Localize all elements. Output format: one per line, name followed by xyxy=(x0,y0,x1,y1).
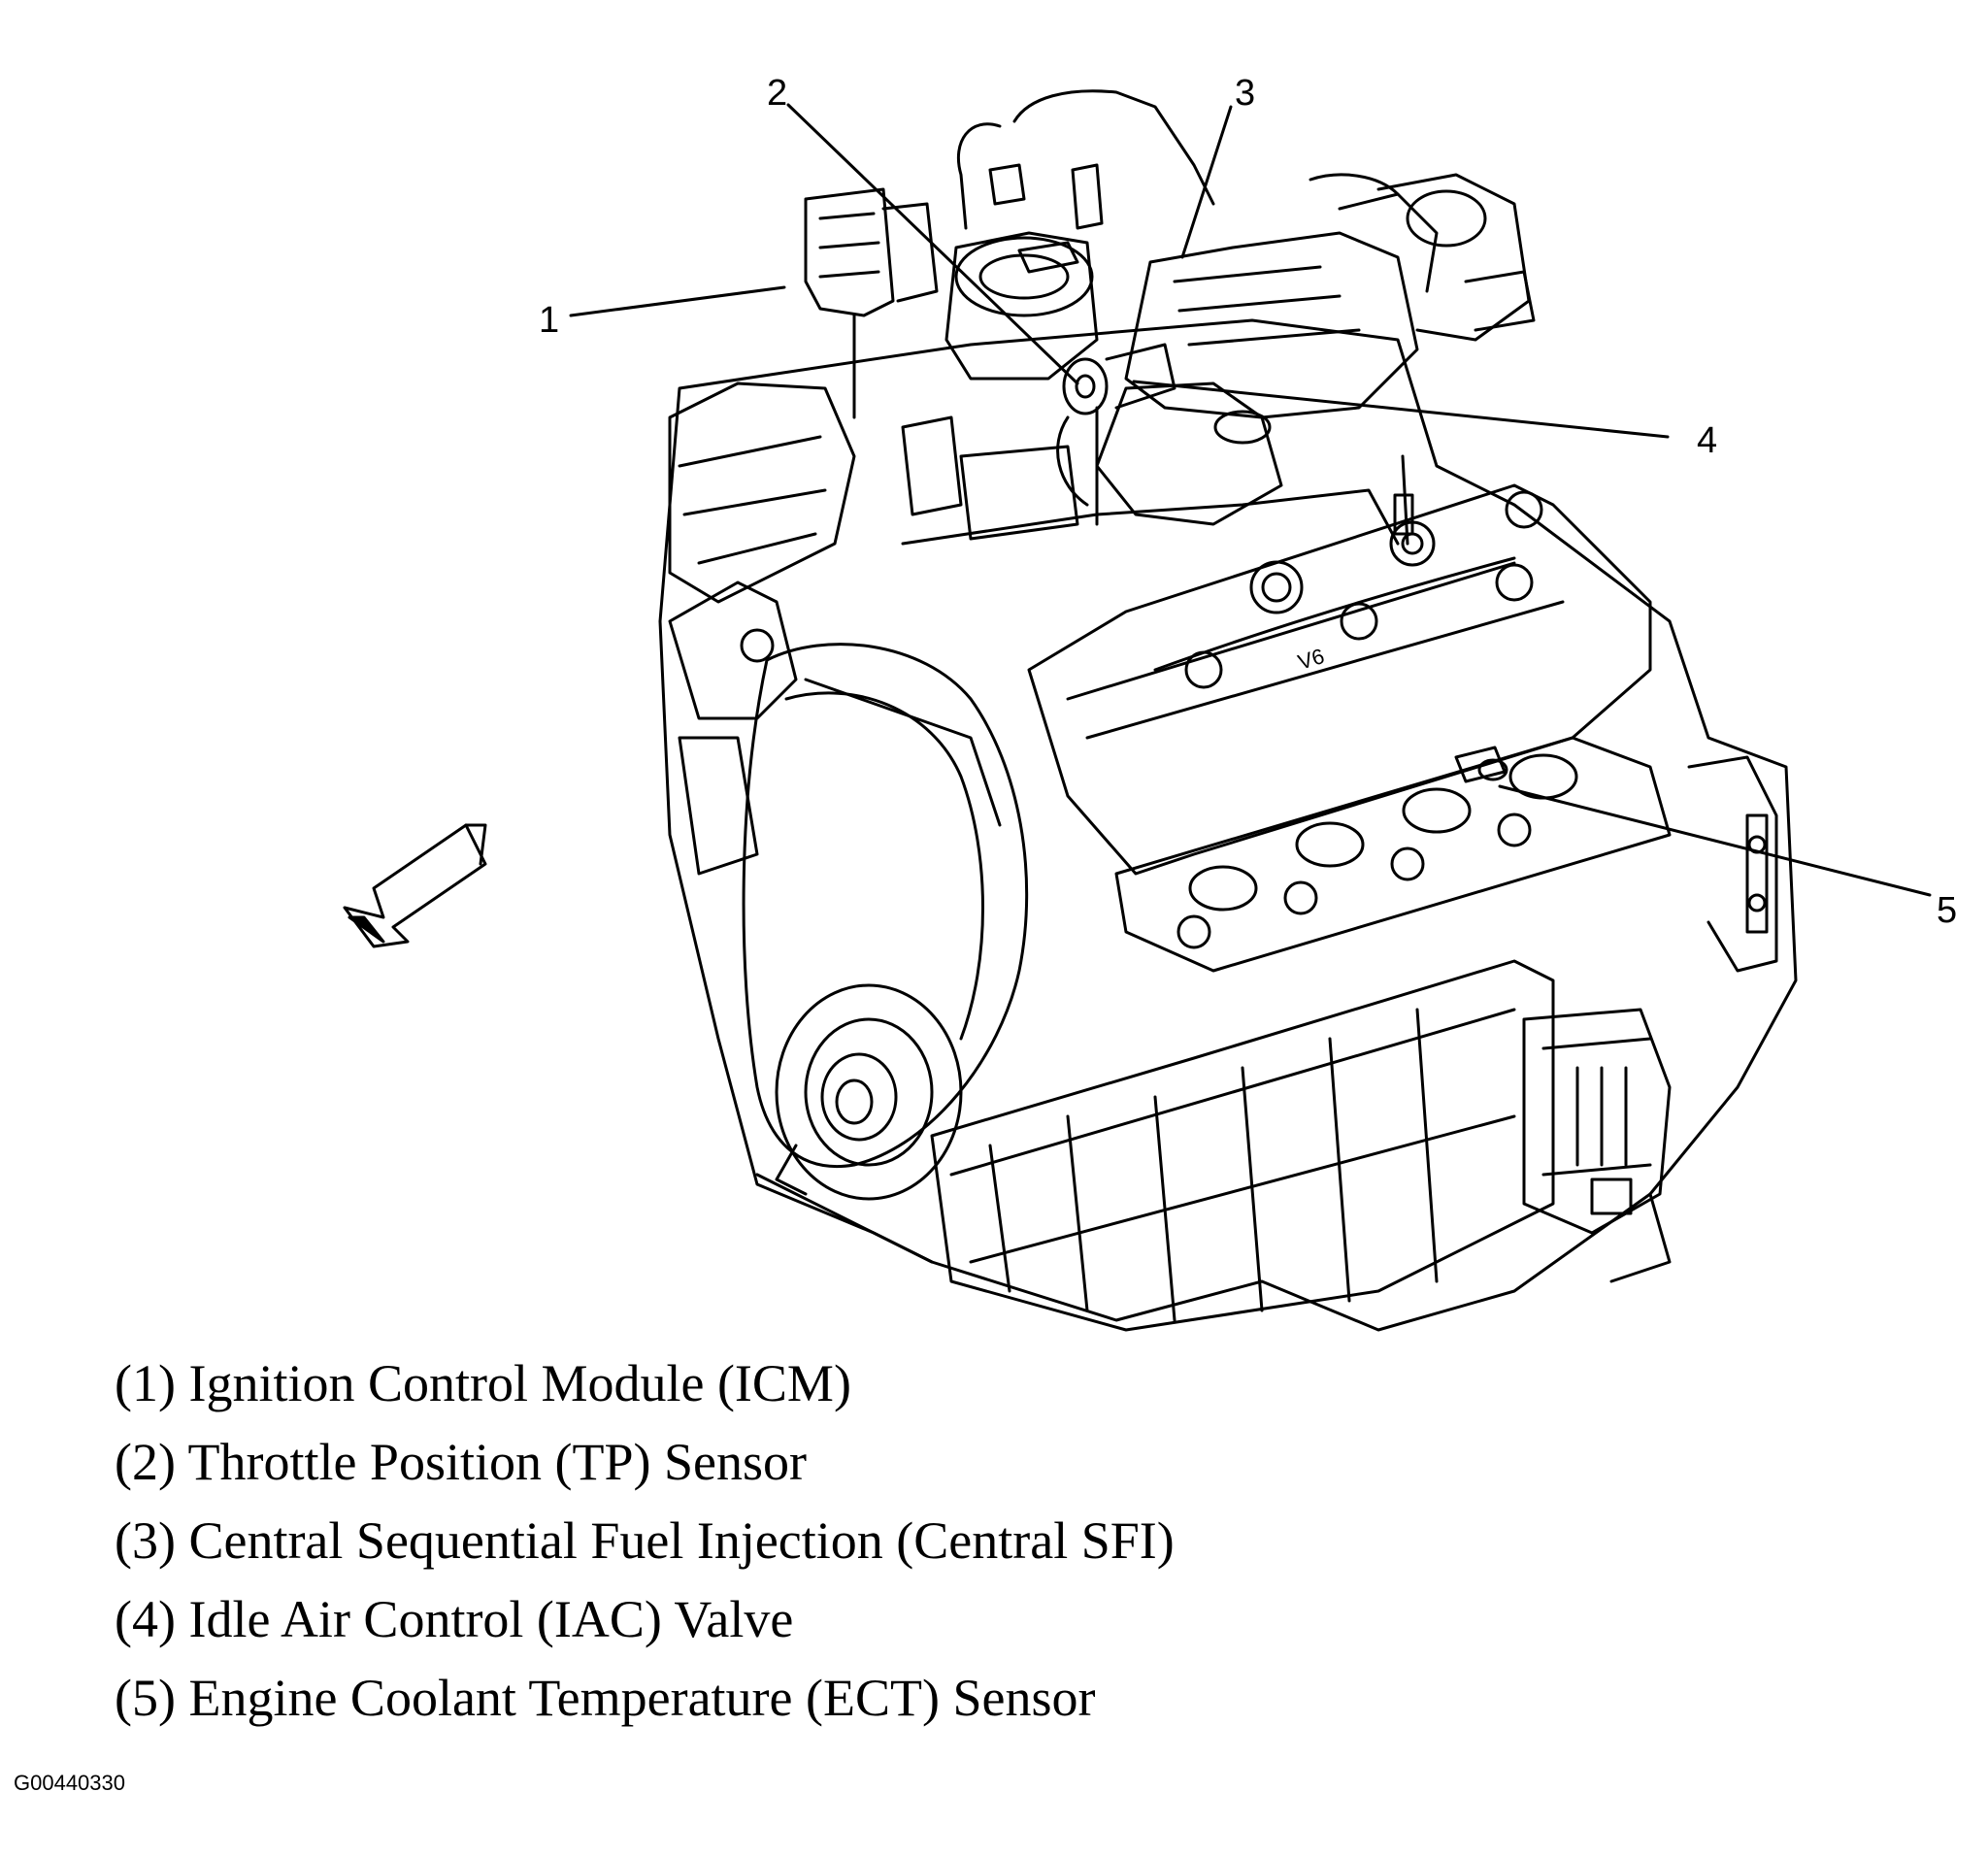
legend-item-2: (2) Throttle Position (TP) Sensor xyxy=(115,1433,807,1491)
figure-id: G00440330 xyxy=(14,1771,125,1795)
callout-number-2: 2 xyxy=(767,73,787,114)
legend-item-5: (5) Engine Coolant Temperature (ECT) Sen… xyxy=(115,1669,1096,1727)
legend-item-3: (3) Central Sequential Fuel Injection (C… xyxy=(115,1511,1175,1570)
callout-number-4: 4 xyxy=(1697,420,1717,461)
leader-line-3 xyxy=(1180,105,1233,259)
callout-number-3: 3 xyxy=(1235,73,1255,114)
leader-line-5 xyxy=(1498,784,1932,897)
callout-number-1: 1 xyxy=(539,300,559,341)
parts-legend: (1) Ignition Control Module (ICM) (2) Th… xyxy=(115,1344,1175,1738)
callout-number-5: 5 xyxy=(1937,890,1957,931)
leader-line-1 xyxy=(569,285,786,317)
legend-item-4: (4) Idle Air Control (IAC) Valve xyxy=(115,1590,794,1648)
legend-item-1: (1) Ignition Control Module (ICM) xyxy=(115,1354,851,1412)
leader-line-2 xyxy=(786,103,1079,385)
leader-line-4 xyxy=(1132,380,1670,439)
direction-arrow-icon xyxy=(343,823,487,948)
engine-illustration xyxy=(658,89,1798,1332)
